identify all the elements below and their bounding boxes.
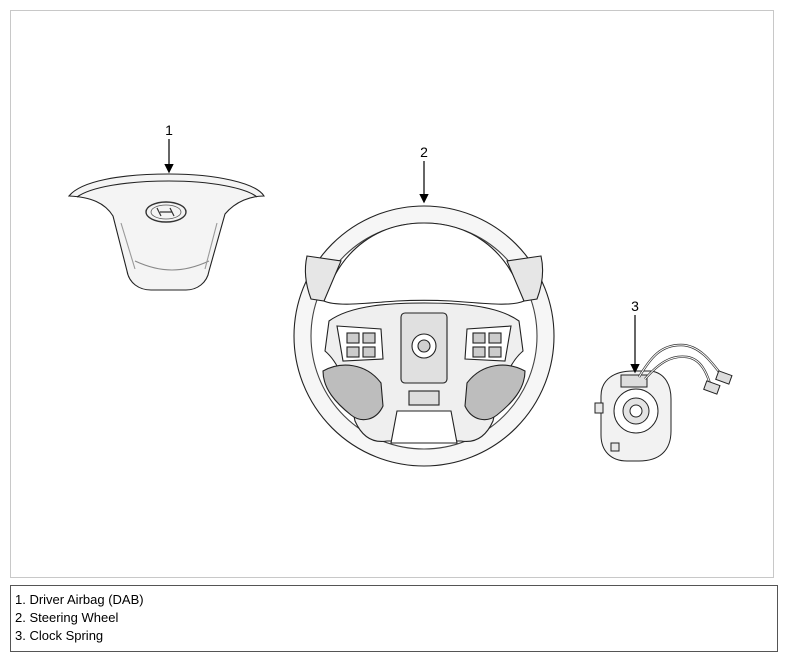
steering-wheel	[293, 205, 555, 467]
legend-item-driver-airbag: 1. Driver Airbag (DAB)	[15, 592, 144, 607]
callout-3-label: 3	[631, 298, 639, 314]
parts-legend: 1. Driver Airbag (DAB) 2. Steering Wheel…	[10, 585, 778, 652]
legend-item-clock-spring: 3. Clock Spring	[15, 628, 104, 643]
parts-illustration: 1	[10, 10, 774, 578]
diagram-canvas: 1	[67, 122, 733, 467]
clock-spring	[594, 343, 733, 462]
callout-2: 2	[419, 144, 429, 204]
callout-1-label: 1	[165, 122, 173, 138]
driver-airbag	[67, 173, 265, 291]
connector-icon	[703, 370, 733, 395]
callout-1: 1	[164, 122, 174, 174]
callout-2-label: 2	[420, 144, 428, 160]
legend-item-steering-wheel: 2. Steering Wheel	[15, 610, 119, 625]
brand-emblem-icon	[145, 201, 187, 223]
callout-3: 3	[630, 298, 640, 374]
